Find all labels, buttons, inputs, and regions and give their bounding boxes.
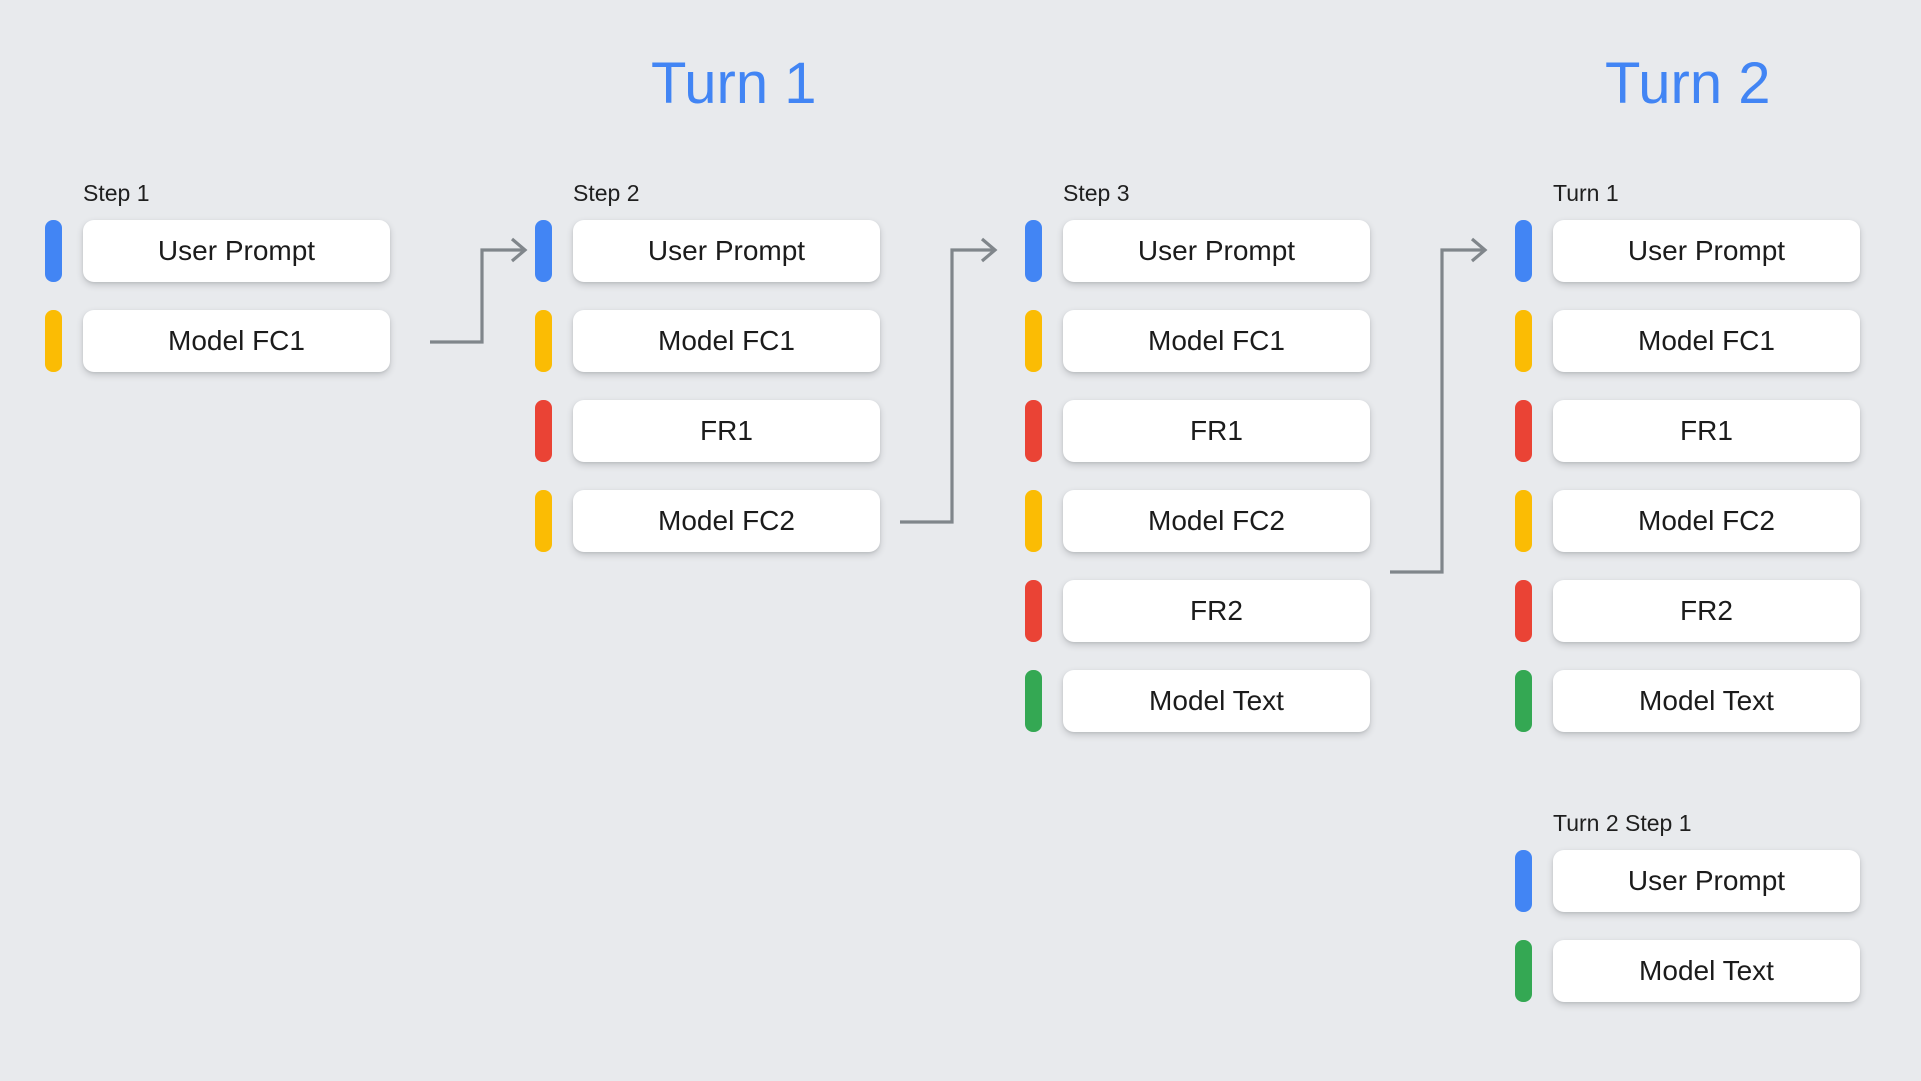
message-row-model-fc1[interactable]: Model FC1 (1515, 310, 1860, 372)
role-bar-function-call-icon (1515, 490, 1532, 552)
connector-arrow-step3-to-turn1-icon (1390, 237, 1488, 574)
message-row-model-fc2[interactable]: Model FC2 (1025, 490, 1370, 552)
message-row-model-fc1[interactable]: Model FC1 (45, 310, 390, 372)
message-list-step-2: User Prompt Model FC1 FR1 Model FC2 (535, 220, 880, 552)
message-card-label[interactable]: Model FC1 (1063, 310, 1370, 372)
message-card-label[interactable]: Model FC2 (573, 490, 880, 552)
column-label-step-1: Step 1 (83, 180, 150, 206)
role-bar-user-icon (1515, 220, 1532, 282)
connector-arrow-step2-to-step3-icon (900, 237, 998, 524)
role-bar-function-call-icon (45, 310, 62, 372)
message-card-label[interactable]: User Prompt (1553, 850, 1860, 912)
message-row-model-fc2[interactable]: Model FC2 (535, 490, 880, 552)
message-row-user-prompt[interactable]: User Prompt (535, 220, 880, 282)
message-card-label[interactable]: FR2 (1063, 580, 1370, 642)
message-row-model-fc1[interactable]: Model FC1 (535, 310, 880, 372)
message-list-turn-2-step-1: User Prompt Model Text (1515, 850, 1860, 1002)
role-bar-function-response-icon (1025, 580, 1042, 642)
message-card-label[interactable]: User Prompt (83, 220, 390, 282)
role-bar-function-call-icon (535, 310, 552, 372)
role-bar-function-call-icon (1515, 310, 1532, 372)
message-card-label[interactable]: FR1 (1553, 400, 1860, 462)
column-label-step-2: Step 2 (573, 180, 640, 206)
message-card-label[interactable]: Model Text (1553, 940, 1860, 1002)
role-bar-function-call-icon (535, 490, 552, 552)
column-label-turn-2-step-1: Turn 2 Step 1 (1553, 810, 1692, 836)
message-card-label[interactable]: Model FC1 (573, 310, 880, 372)
message-card-label[interactable]: FR1 (573, 400, 880, 462)
message-row-model-text[interactable]: Model Text (1515, 670, 1860, 732)
message-row-fr2[interactable]: FR2 (1025, 580, 1370, 642)
role-bar-user-icon (535, 220, 552, 282)
column-label-step-3: Step 3 (1063, 180, 1130, 206)
message-card-label[interactable]: User Prompt (1063, 220, 1370, 282)
message-row-model-text[interactable]: Model Text (1025, 670, 1370, 732)
message-card-label[interactable]: FR1 (1063, 400, 1370, 462)
message-row-user-prompt[interactable]: User Prompt (45, 220, 390, 282)
message-card-label[interactable]: Model FC2 (1553, 490, 1860, 552)
message-card-label[interactable]: Model Text (1553, 670, 1860, 732)
role-bar-function-response-icon (1515, 400, 1532, 462)
message-row-user-prompt[interactable]: User Prompt (1515, 850, 1860, 912)
message-row-model-text[interactable]: Model Text (1515, 940, 1860, 1002)
message-list-step-1: User Prompt Model FC1 (45, 220, 390, 372)
role-bar-user-icon (1515, 850, 1532, 912)
column-turn-1: Turn 1 User Prompt Model FC1 FR1 Model F… (1515, 182, 1860, 732)
message-row-fr1[interactable]: FR1 (1025, 400, 1370, 462)
role-bar-function-call-icon (1025, 310, 1042, 372)
role-bar-function-response-icon (1025, 400, 1042, 462)
message-list-step-3: User Prompt Model FC1 FR1 Model FC2 FR2 … (1025, 220, 1370, 732)
role-bar-model-text-icon (1515, 940, 1532, 1002)
column-label-turn-1: Turn 1 (1553, 180, 1619, 206)
connector-arrow-step1-to-step2-icon (430, 237, 528, 344)
message-row-fr1[interactable]: FR1 (1515, 400, 1860, 462)
column-turn-2-step-1: Turn 2 Step 1 User Prompt Model Text (1515, 812, 1860, 1002)
role-bar-user-icon (45, 220, 62, 282)
message-card-label[interactable]: FR2 (1553, 580, 1860, 642)
turn-1-heading: Turn 1 (651, 51, 817, 116)
message-row-fr1[interactable]: FR1 (535, 400, 880, 462)
role-bar-model-text-icon (1025, 670, 1042, 732)
role-bar-function-response-icon (1515, 580, 1532, 642)
message-card-label[interactable]: Model FC1 (1553, 310, 1860, 372)
column-step-3: Step 3 User Prompt Model FC1 FR1 Model F… (1025, 182, 1370, 732)
role-bar-model-text-icon (1515, 670, 1532, 732)
message-card-label[interactable]: User Prompt (573, 220, 880, 282)
message-row-model-fc2[interactable]: Model FC2 (1515, 490, 1860, 552)
column-step-1: Step 1 User Prompt Model FC1 (45, 182, 390, 372)
turn-2-heading: Turn 2 (1605, 51, 1771, 116)
column-step-2: Step 2 User Prompt Model FC1 FR1 Model F… (535, 182, 880, 552)
message-row-fr2[interactable]: FR2 (1515, 580, 1860, 642)
message-list-turn-1: User Prompt Model FC1 FR1 Model FC2 FR2 … (1515, 220, 1860, 732)
message-row-user-prompt[interactable]: User Prompt (1025, 220, 1370, 282)
role-bar-function-response-icon (535, 400, 552, 462)
role-bar-user-icon (1025, 220, 1042, 282)
message-card-label[interactable]: Model FC2 (1063, 490, 1370, 552)
message-card-label[interactable]: User Prompt (1553, 220, 1860, 282)
message-row-model-fc1[interactable]: Model FC1 (1025, 310, 1370, 372)
role-bar-function-call-icon (1025, 490, 1042, 552)
message-card-label[interactable]: Model FC1 (83, 310, 390, 372)
message-card-label[interactable]: Model Text (1063, 670, 1370, 732)
message-row-user-prompt[interactable]: User Prompt (1515, 220, 1860, 282)
